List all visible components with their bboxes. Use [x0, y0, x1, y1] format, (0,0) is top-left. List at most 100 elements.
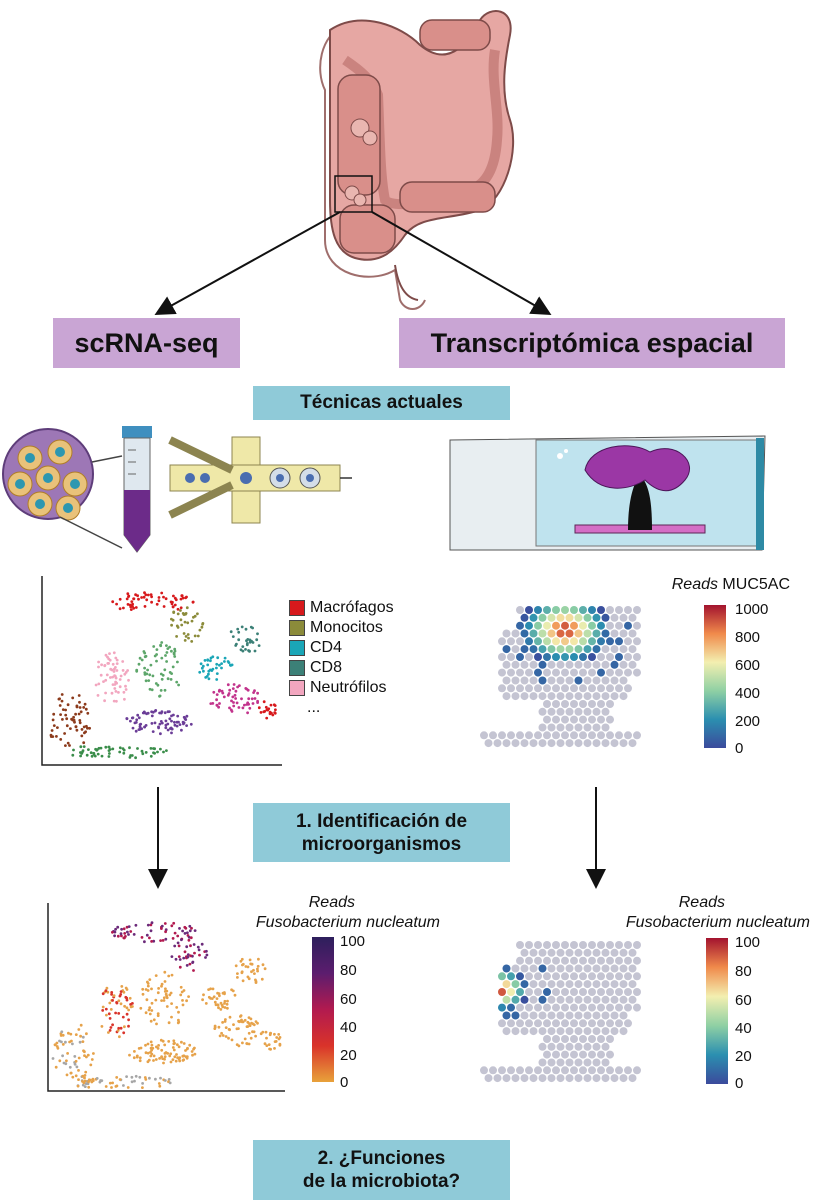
- spatial-spot: [525, 988, 533, 996]
- umap-point: [140, 727, 144, 731]
- umap-point: [152, 645, 156, 648]
- umap-point: [160, 1048, 164, 1052]
- umap-point: [113, 674, 116, 678]
- umap-point: [122, 690, 126, 694]
- tick-label: 0: [340, 1074, 349, 1091]
- umap-point: [108, 748, 112, 751]
- umap-point: [125, 1006, 129, 1010]
- umap-point: [251, 702, 255, 705]
- cell-type-legend: Macrófagos Monocitos CD4 CD8 Neutrófilos…: [289, 598, 394, 718]
- umap-point: [246, 1025, 250, 1028]
- spatial-spot: [525, 1066, 533, 1075]
- umap-point: [172, 1042, 176, 1046]
- umap-point: [265, 1036, 268, 1040]
- spatial-spot: [610, 660, 619, 669]
- umap-point: [146, 593, 150, 597]
- spatial-spot: [561, 1003, 569, 1012]
- spatial-spot: [552, 715, 560, 724]
- umap-point: [171, 618, 175, 622]
- umap-point: [149, 747, 153, 750]
- umap-point: [84, 707, 88, 711]
- umap-point: [223, 999, 227, 1003]
- umap-point: [117, 1026, 121, 1030]
- spatial-spot: [592, 692, 601, 701]
- spatial-spot: [552, 941, 560, 949]
- umap-point: [229, 630, 233, 634]
- umap-point: [145, 598, 149, 602]
- umap-point: [129, 930, 133, 933]
- spatial-spot: [565, 613, 574, 622]
- fuso-sc-title-line1: Reads: [308, 894, 355, 911]
- spatial-spot: [633, 972, 641, 981]
- spatial-spot: [552, 668, 560, 677]
- umap-point: [126, 669, 129, 672]
- spatial-spot: [547, 995, 556, 1004]
- umap-point: [176, 934, 180, 938]
- spatial-spot: [579, 988, 587, 996]
- spatial-spot: [543, 988, 551, 996]
- spatial-spot: [543, 684, 551, 693]
- umap-point: [141, 711, 145, 715]
- umap-point: [193, 951, 196, 955]
- spatial-spot: [624, 731, 632, 740]
- umap-point: [221, 1021, 225, 1024]
- umap-point: [92, 751, 96, 755]
- tissue-slide-icon: [449, 435, 766, 551]
- arrow-to-st: [371, 211, 552, 315]
- spatial-spot: [628, 1074, 637, 1083]
- spatial-spot: [597, 668, 605, 677]
- umap-point: [130, 1080, 134, 1084]
- umap-point: [81, 1040, 85, 1043]
- spatial-spot: [633, 731, 641, 740]
- umap-point: [193, 1046, 196, 1050]
- umap-point: [253, 697, 257, 700]
- umap-point: [191, 1053, 194, 1057]
- spatial-spot: [588, 941, 596, 949]
- umap-point: [177, 683, 181, 687]
- umap-point: [256, 967, 259, 971]
- spatial-spot: [592, 629, 601, 638]
- umap-point: [204, 956, 207, 959]
- umap-point: [79, 745, 83, 749]
- umap-point: [231, 687, 235, 690]
- spatial-spot: [529, 948, 538, 957]
- umap-point: [116, 934, 120, 938]
- spatial-spot: [610, 692, 619, 701]
- umap-point: [132, 606, 136, 610]
- spatial-spot: [601, 676, 610, 685]
- spatial-spot: [610, 676, 619, 685]
- spatial-spot: [588, 621, 596, 630]
- umap-point: [71, 1042, 74, 1046]
- umap-point: [149, 1019, 153, 1023]
- spatial-spot: [556, 629, 565, 638]
- umap-point: [160, 656, 164, 660]
- umap-point: [81, 1035, 85, 1039]
- spatial-spot: [547, 613, 556, 622]
- spatial-spot: [556, 1058, 565, 1067]
- spatial-spot: [507, 972, 515, 981]
- spatial-spot: [633, 956, 641, 965]
- umap-point: [148, 936, 151, 940]
- umap-point: [162, 999, 166, 1002]
- spatial-spot: [547, 676, 556, 685]
- spatial-spot: [525, 637, 533, 646]
- umap-point: [227, 1036, 230, 1040]
- umap-point: [123, 1025, 126, 1029]
- umap-point: [214, 1003, 218, 1007]
- umap-point: [148, 673, 152, 677]
- umap-point: [163, 1055, 167, 1058]
- umap-point: [108, 652, 111, 655]
- umap-point: [244, 965, 248, 968]
- spatial-spot: [547, 1074, 556, 1083]
- muc5ac-ticks: 1000 800 600 400 200 0: [735, 601, 785, 757]
- umap-point: [186, 953, 190, 956]
- umap-point: [256, 632, 259, 636]
- umap-point: [197, 948, 201, 952]
- spatial-spot: [592, 707, 601, 716]
- umap-point: [162, 595, 165, 599]
- umap-point: [215, 666, 218, 670]
- umap-point: [126, 592, 130, 596]
- umap-point: [155, 648, 159, 651]
- umap-point: [104, 1007, 108, 1011]
- spatial-spot: [556, 964, 565, 973]
